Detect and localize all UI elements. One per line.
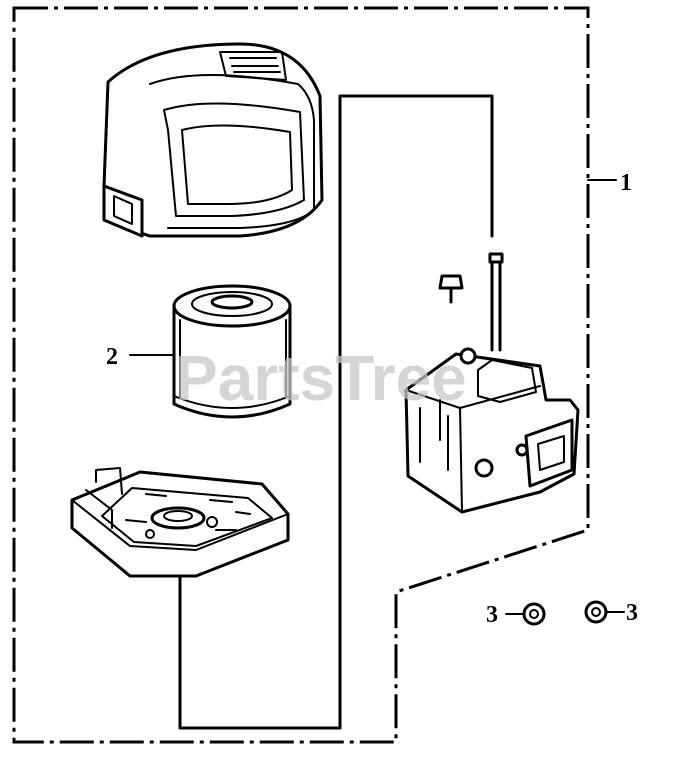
callout-part-2: 2: [106, 344, 118, 370]
nut-left: [522, 602, 546, 626]
nut-right: [584, 600, 608, 624]
filter-element: [172, 284, 292, 419]
bolt: [438, 274, 464, 304]
filter-housing: [404, 252, 580, 514]
callout-part-3-right: 3: [626, 600, 638, 626]
assembly-boundary: [12, 6, 590, 744]
air-cleaner-cover: [102, 42, 324, 238]
callout-part-3-left: 3: [486, 602, 498, 628]
inner-frame: [178, 94, 494, 730]
watermark-text: PartsTree: [175, 342, 467, 414]
air-cleaner-base: [70, 467, 290, 578]
callout-part-1: 1: [620, 170, 632, 196]
